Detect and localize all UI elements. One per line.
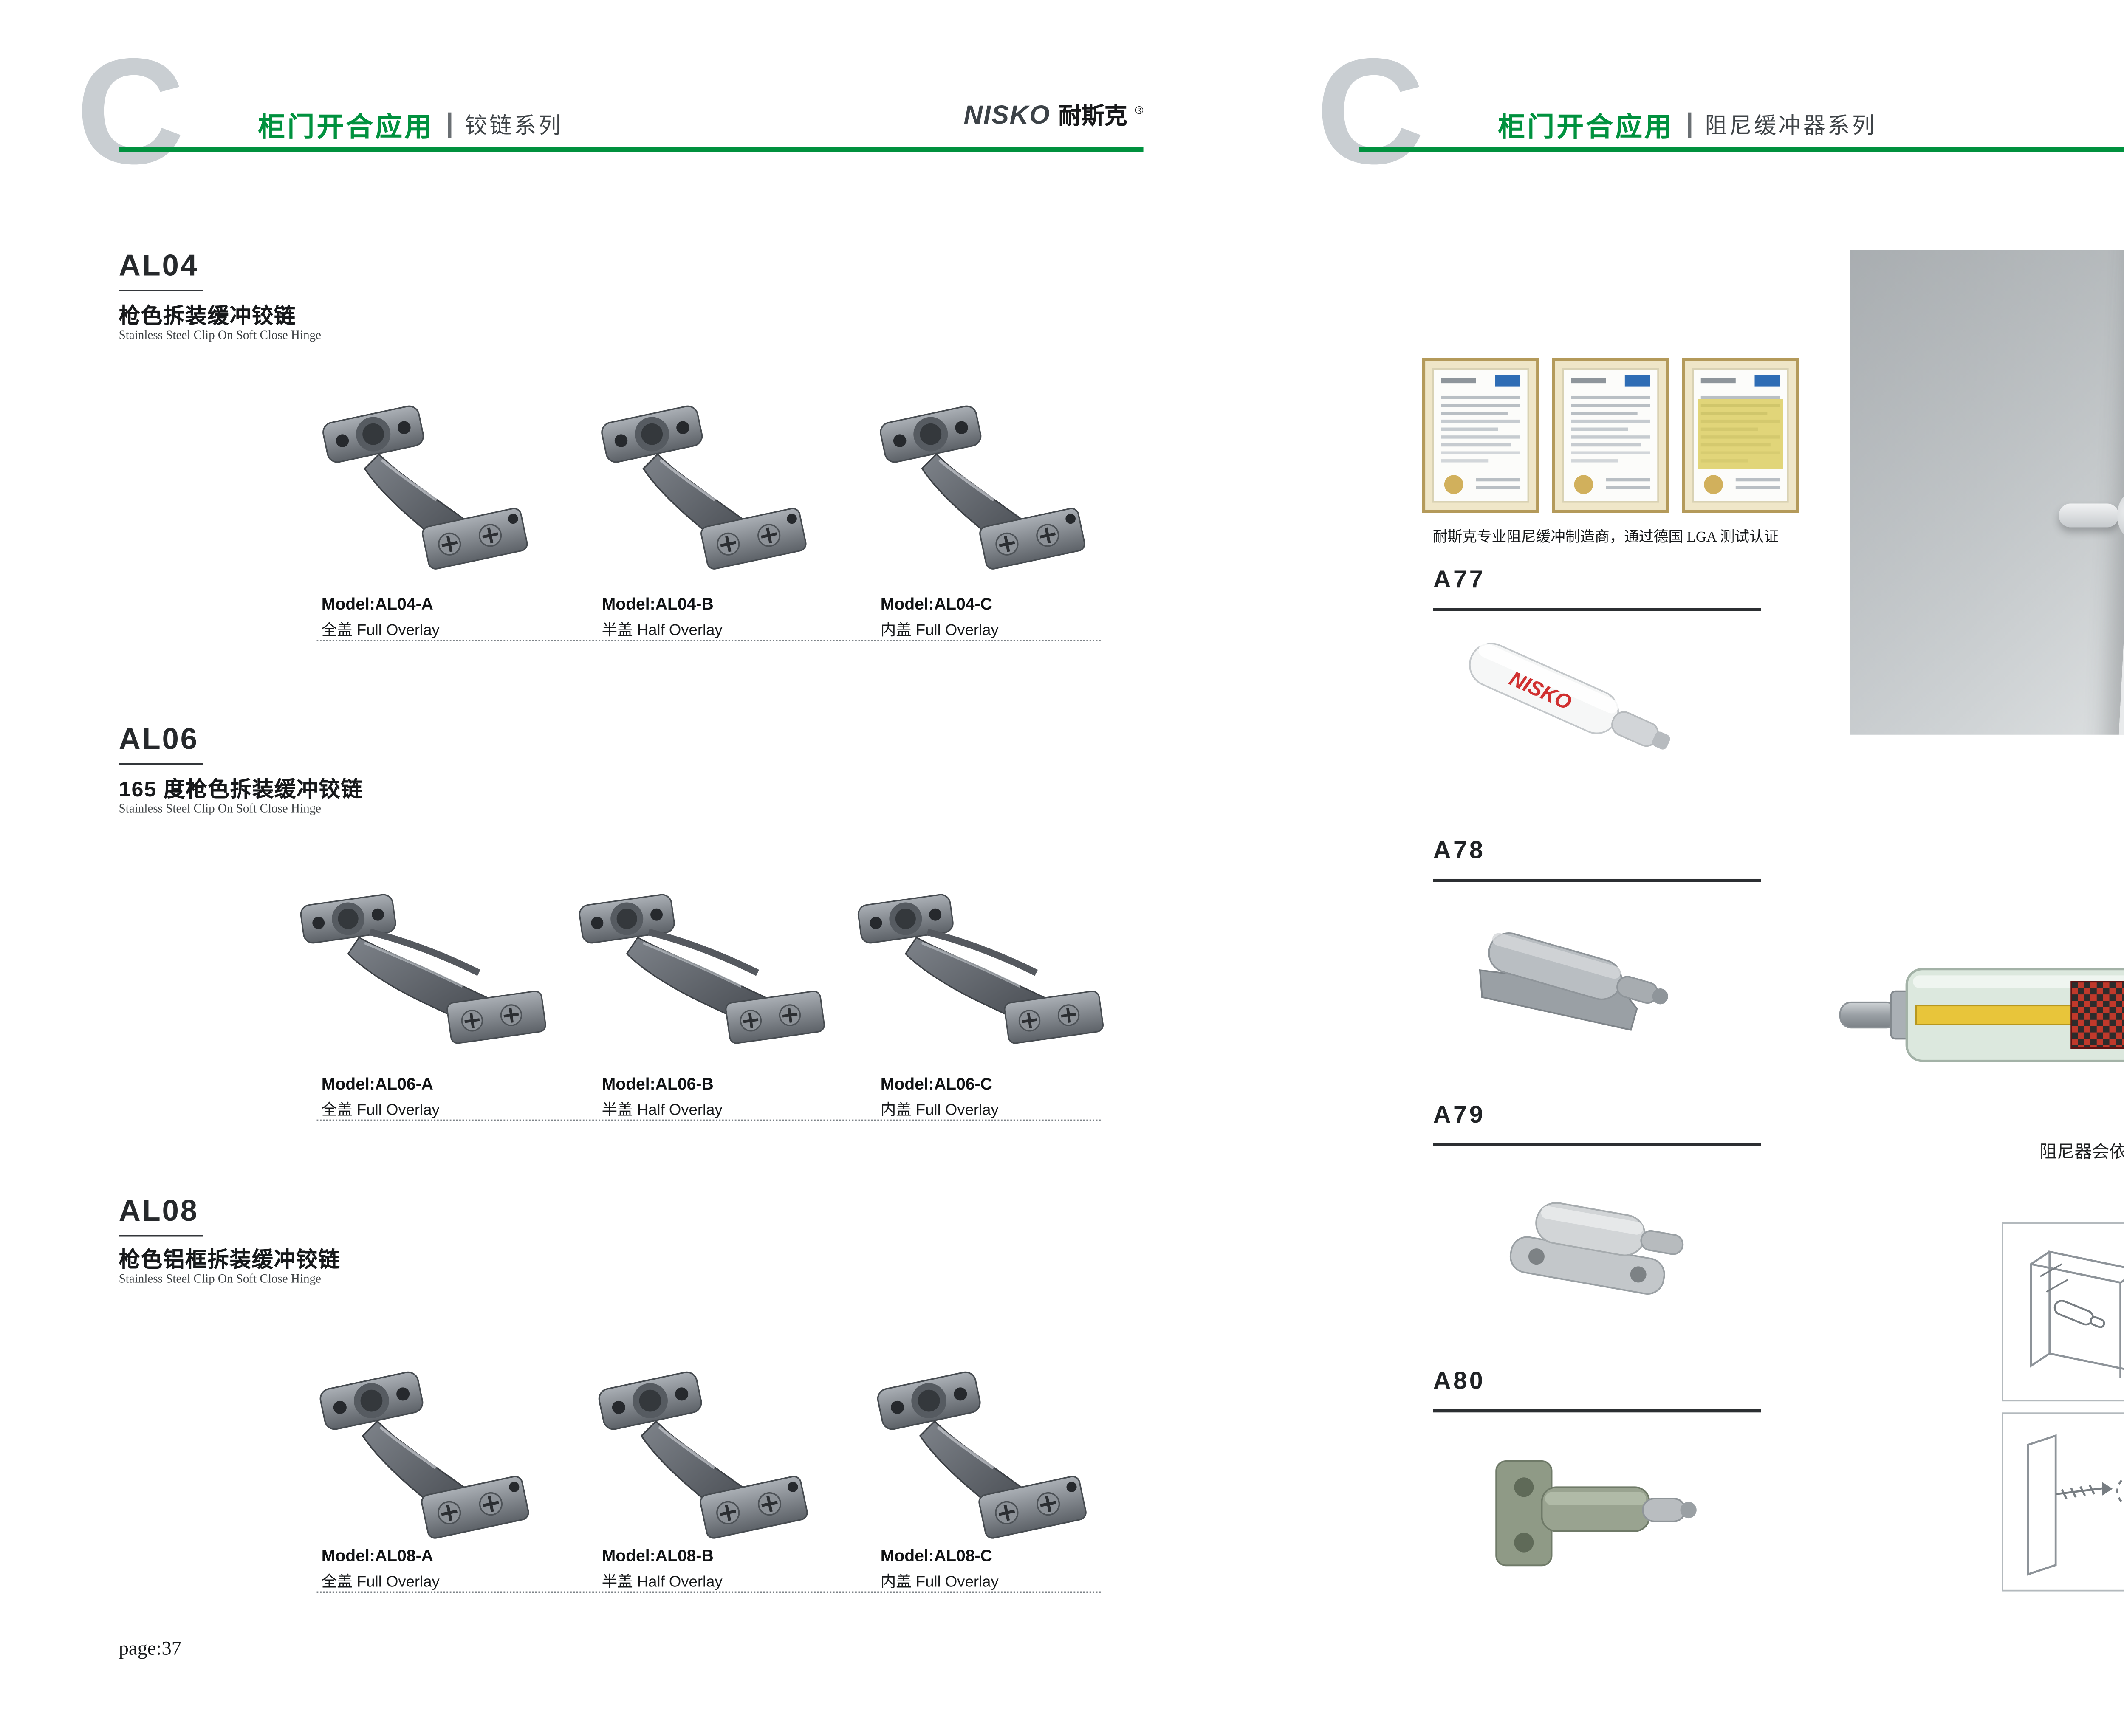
model-label: Model:AL04-B 半盖 Half Overlay <box>602 595 723 640</box>
auto-adjust-block: 阻力自动调节 阻尼器会依据门板关闭时所产生的压力大小 自动调节阻力 从而达到最佳… <box>1842 1096 2124 1228</box>
logo-wordmark: NISKO <box>963 101 1051 130</box>
auto-adjust-title: 阻力自动调节 <box>1842 1096 2124 1129</box>
product-code-a80: A80 <box>1433 1368 1486 1395</box>
model-label: Model:AL08-A 全盖 Full Overlay <box>321 1547 440 1592</box>
install-diagram-1 <box>2002 1222 2124 1402</box>
damper-image-a79 <box>1509 1202 1684 1295</box>
page-series: 阻尼缓冲器系列 <box>1705 111 1877 137</box>
chapter-letter: C <box>76 28 185 197</box>
header-rule <box>1359 147 2124 152</box>
dotted-rule <box>316 1119 1101 1121</box>
damper-description: 产品静音，效果消音 完美品质，终身保用 <box>1842 874 2124 930</box>
section-subtitle-al04: Stainless Steel Clip On Soft Close Hinge <box>119 327 321 342</box>
model-label: Model:AL08-B 半盖 Half Overlay <box>602 1547 723 1592</box>
header-rule <box>119 147 1144 152</box>
certificate-image-2 <box>1552 358 1669 513</box>
product-rule <box>1433 608 1761 611</box>
photo-damper-rod <box>2059 503 2119 528</box>
damper-image-a78 <box>1479 932 1668 1031</box>
section-title-al04: 枪色拆装缓冲铰链 <box>119 304 297 328</box>
page-number-left: page:37 <box>119 1637 182 1660</box>
section-code-al04: AL04 <box>119 250 203 291</box>
page-series: 铰链系列 <box>465 111 563 137</box>
damper-intro: 阻尼缓冲器 NISKO Damper 产品静音，效果消音 完美品质，终身保用 <box>1842 800 2124 930</box>
damper-image-a80 <box>1495 1460 1697 1567</box>
dotted-rule <box>316 640 1101 641</box>
certificate-image-3 <box>1682 358 1799 513</box>
photo-damper-base <box>2117 492 2124 539</box>
section-code-al08: AL08 <box>119 1196 203 1237</box>
page-category: 柜门开合应用 <box>1498 112 1674 143</box>
page-header: 柜门开合应用 铰链系列 <box>258 104 563 144</box>
header-divider <box>1688 111 1691 137</box>
photo-shading <box>1850 250 2124 735</box>
product-code-a79: A79 <box>1433 1102 1486 1129</box>
damper-cutaway-illustration <box>1839 968 2124 1062</box>
model-label: Model:AL06-C 内盖 Full Overlay <box>880 1075 999 1120</box>
section-subtitle-al08: Stainless Steel Clip On Soft Close Hinge <box>119 1271 321 1286</box>
logo-chinese: 耐斯克 <box>1058 104 1127 130</box>
certificate-image-1 <box>1422 358 1539 513</box>
page-category: 柜门开合应用 <box>258 112 434 143</box>
registered-mark: ® <box>1135 106 1144 117</box>
damper-image-a77: NISKO <box>1469 643 1670 750</box>
product-rule <box>1433 878 1761 881</box>
page-header: 柜门开合应用 阻尼缓冲器系列 <box>1498 104 1877 144</box>
model-label: Model:AL04-A 全盖 Full Overlay <box>321 595 440 640</box>
photo-damper <box>2059 492 2124 539</box>
install-diagram-3 <box>2002 1412 2124 1592</box>
damper-title-cn: 阻尼缓冲器 <box>1842 800 2124 833</box>
section-subtitle-al06: Stainless Steel Clip On Soft Close Hinge <box>119 801 321 816</box>
chapter-letter: C <box>1316 28 1425 197</box>
damper-application-photo <box>1850 250 2124 735</box>
model-label: Model:AL06-B 半盖 Half Overlay <box>602 1075 723 1120</box>
model-label: Model:AL08-C 内盖 Full Overlay <box>880 1547 999 1592</box>
auto-adjust-text: 阻尼器会依据门板关闭时所产生的压力大小 自动调节阻力 从而达到最佳的缓冲效果 <box>2039 1143 2124 1163</box>
section-title-al08: 枪色铝框拆装缓冲铰链 <box>119 1248 341 1272</box>
header-divider <box>448 111 451 137</box>
certificate-caption: 耐斯克专业阻尼缓冲制造商，通过德国 LGA 测试认证 <box>1432 530 1779 547</box>
product-code-a77: A77 <box>1433 567 1486 594</box>
nisko-logo: NISKO 耐斯克 ® <box>938 98 1144 131</box>
product-code-a78: A78 <box>1433 838 1486 865</box>
product-rule <box>1433 1143 1761 1146</box>
model-label: Model:AL04-C 内盖 Full Overlay <box>880 595 999 640</box>
dotted-rule <box>316 1591 1101 1593</box>
model-label: Model:AL06-A 全盖 Full Overlay <box>321 1075 440 1120</box>
product-rule <box>1433 1409 1761 1412</box>
section-code-al06: AL06 <box>119 724 203 765</box>
damper-title-en: NISKO Damper <box>1842 838 2124 863</box>
section-title-al06: 165 度枪色拆装缓冲铰链 <box>119 777 363 802</box>
